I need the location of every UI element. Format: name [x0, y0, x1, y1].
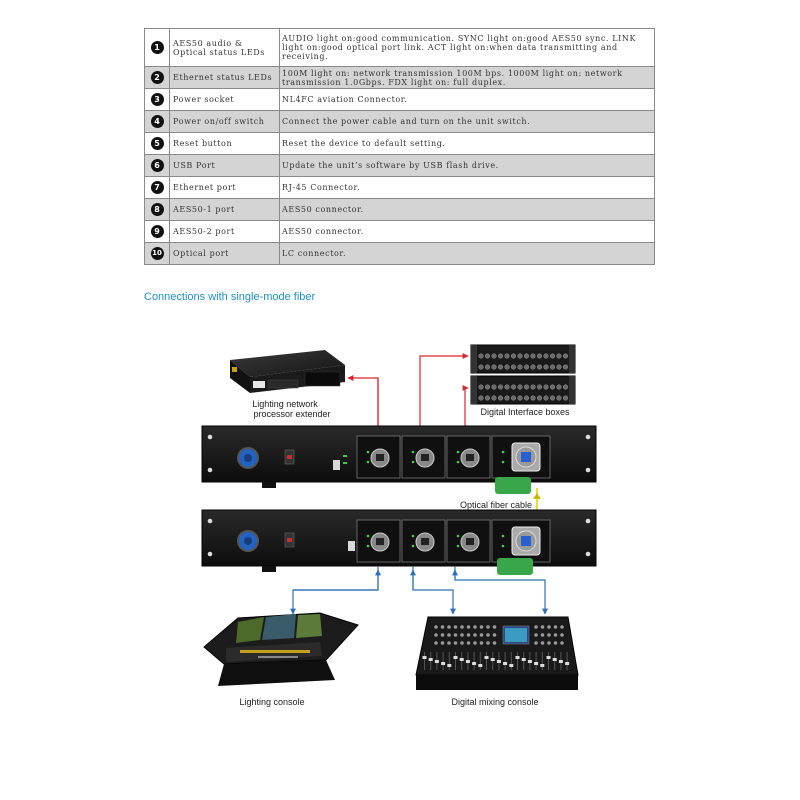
mixing-console-image	[415, 616, 579, 690]
red-arrow-to-box1	[419, 353, 469, 440]
rack-unit-top	[201, 425, 597, 494]
row-number-badge: 7	[150, 181, 164, 194]
row-number-badge: 2	[150, 71, 164, 84]
red-arrow-to-processor	[347, 375, 379, 428]
feature-name-cell: Ethernet status LEDs	[169, 66, 280, 89]
feature-description-cell: AES50 connector.	[279, 198, 655, 221]
feature-description-cell: AUDIO light on:good communication. SYNC …	[279, 28, 655, 67]
label-fiber: Optical fiber cable	[460, 500, 532, 510]
row-number-cell: 5	[144, 132, 170, 155]
row-number-badge: 3	[150, 93, 164, 106]
row-number-cell: 9	[144, 220, 170, 243]
blue-connections	[290, 566, 548, 615]
feature-name-cell: Power socket	[169, 88, 280, 111]
feature-name-cell: Power on/off switch	[169, 110, 280, 133]
feature-description-cell: Connect the power cable and turn on the …	[279, 110, 655, 133]
feature-description-cell: Reset the device to default setting.	[279, 132, 655, 155]
feature-description-cell: NL4FC aviation Connector.	[279, 88, 655, 111]
feature-description-cell: LC connector.	[279, 242, 655, 265]
feature-description-cell: 100M light on: network transmission 100M…	[279, 66, 655, 89]
feature-name-cell: AES50-1 port	[169, 198, 280, 221]
row-number-cell: 2	[144, 66, 170, 89]
row-number-cell: 1	[144, 28, 170, 67]
feature-description-cell: RJ-45 Connector.	[279, 176, 655, 199]
row-number-badge: 8	[150, 203, 164, 216]
row-number-badge: 4	[150, 115, 164, 128]
row-number-cell: 3	[144, 88, 170, 111]
row-number-badge: 9	[150, 225, 164, 238]
red-arrow-to-box2	[462, 385, 469, 440]
label-lighting-console: Lighting console	[239, 697, 304, 707]
processor-extender-image	[230, 350, 345, 393]
blue-arrow-to-mixer1	[412, 566, 456, 615]
row-number-badge: 5	[150, 137, 164, 150]
feature-name-cell: Reset button	[169, 132, 280, 155]
connection-diagram: Lighting network processor extender Digi…	[201, 344, 597, 707]
label-interface-boxes: Digital Interface boxes	[480, 407, 570, 417]
feature-description-cell: Update the unit’s software by USB flash …	[279, 154, 655, 177]
feature-name-cell: Optical port	[169, 242, 280, 265]
lighting-console-image	[203, 612, 359, 686]
interface-boxes-image	[470, 344, 576, 405]
label-mixing-console: Digital mixing console	[451, 697, 538, 707]
section-heading: Connections with single-mode fiber	[144, 291, 316, 303]
row-number-cell: 6	[144, 154, 170, 177]
feature-name-cell: AES50 audio & Optical status LEDs	[169, 28, 280, 67]
row-number-badge: 10	[150, 247, 164, 260]
row-number-cell: 8	[144, 198, 170, 221]
row-number-cell: 10	[144, 242, 170, 265]
row-number-cell: 7	[144, 176, 170, 199]
feature-description-cell: AES50 connector.	[279, 220, 655, 243]
usb-port-icon	[333, 460, 340, 470]
feature-name-cell: Ethernet port	[169, 176, 280, 199]
row-number-badge: 1	[150, 41, 164, 54]
rack-unit-bottom	[201, 509, 597, 575]
row-number-badge: 6	[150, 159, 164, 172]
label-processor-line2: processor extender	[253, 409, 330, 419]
feature-name-cell: AES50-2 port	[169, 220, 280, 243]
feature-name-cell: USB Port	[169, 154, 280, 177]
label-processor-line1: Lighting network	[252, 399, 318, 409]
row-number-cell: 4	[144, 110, 170, 133]
